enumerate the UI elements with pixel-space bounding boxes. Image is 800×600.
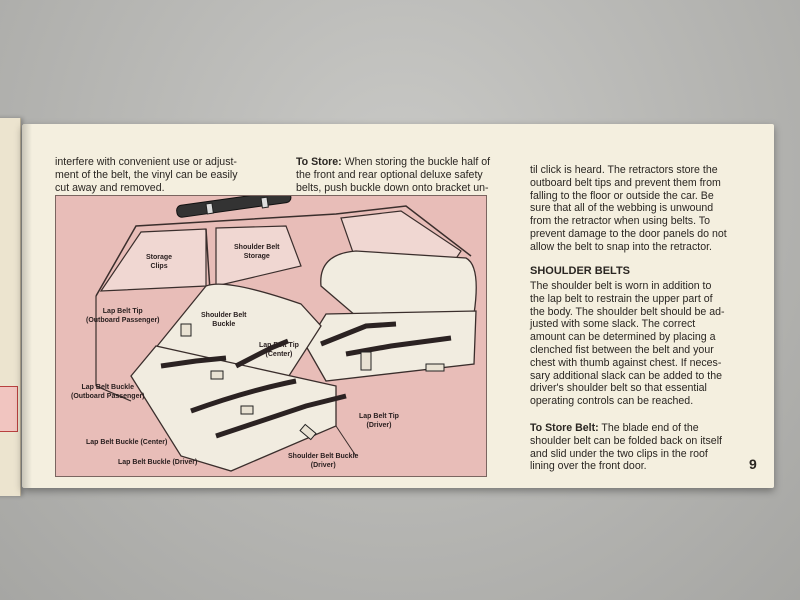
label-shoulder-belt-buckle: Shoulder Belt Buckle (201, 312, 247, 328)
label-lap-belt-tip-center: Lap Belt Tip (Center) (259, 342, 299, 358)
to-store-heading: To Store: (296, 156, 342, 168)
to-store-belt-paragraph: To Store Belt: The blade end of the shou… (530, 422, 722, 473)
page-gutter-shadow (22, 124, 32, 488)
page-number: 9 (749, 456, 757, 472)
label-lap-belt-tip-driver: Lap Belt Tip (Driver) (359, 413, 399, 429)
shoulder-belts-paragraph: The shoulder belt is worn in addition to… (530, 280, 725, 408)
label-shoulder-belt-storage: Shoulder Belt Storage (234, 244, 280, 260)
car-interior-drawing (95, 196, 477, 472)
previous-page-edge (0, 118, 21, 496)
label-lap-belt-buckle-outboard: Lap Belt Buckle (Outboard Passenger) (71, 384, 145, 400)
label-lap-belt-buckle-center: Lap Belt Buckle (Center) (86, 439, 168, 446)
col2-text: To Store: When storing the buckle half o… (296, 156, 491, 194)
red-box (0, 386, 18, 432)
col3-text: til click is heard. The retractors store… (530, 164, 727, 253)
to-store-belt-heading: To Store Belt: (530, 422, 599, 434)
shoulder-belts-heading: SHOULDER BELTS (530, 265, 631, 277)
label-storage-clips: Storage Clips (146, 254, 173, 270)
label-shoulder-belt-buckle-driver: Shoulder Belt Buckle (Driver) (288, 453, 359, 469)
seat-belt-illustration: Storage Clips Shoulder Belt Storage Lap … (55, 195, 487, 477)
label-lap-belt-tip-outboard: Lap Belt Tip (Outboard Passenger) (86, 308, 160, 324)
label-lap-belt-buckle-driver: Lap Belt Buckle (Driver) (118, 459, 198, 466)
col1-text: interfere with convenient use or adjust-… (55, 156, 238, 194)
